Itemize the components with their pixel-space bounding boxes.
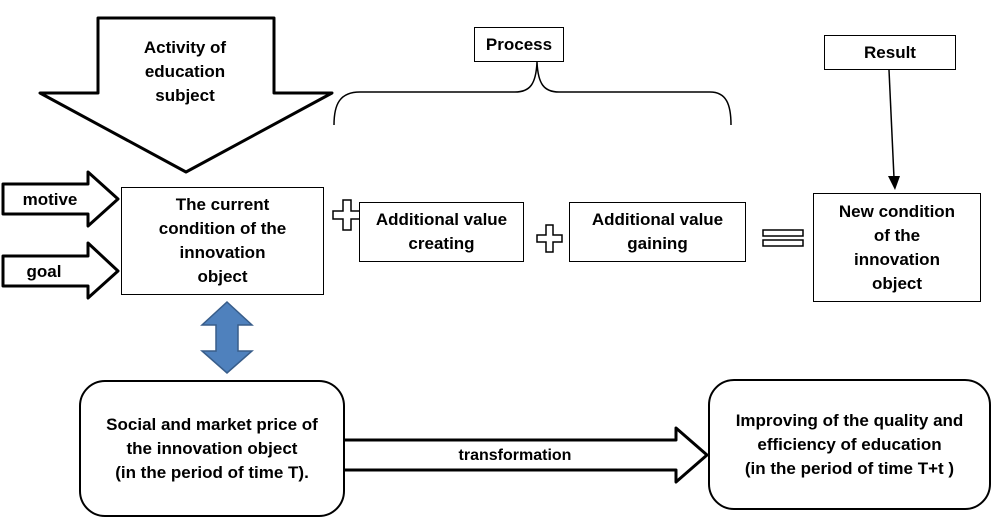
double-arrow-icon <box>200 300 254 374</box>
goal-arrow <box>1 241 120 300</box>
process-brace <box>333 61 732 126</box>
activity-label: Activity of education subject <box>143 38 227 105</box>
equals-icon-top <box>762 229 804 237</box>
improving-box: Improving of the quality and efficiency … <box>708 379 991 510</box>
process-label-box: Process <box>474 27 564 62</box>
value-gaining-box: Additional value gaining <box>569 202 746 262</box>
transformation-label: transformation <box>458 447 572 464</box>
result-arrow-line <box>888 69 895 179</box>
result-label-box: Result <box>824 35 956 70</box>
new-condition-box: New condition of the innovation object <box>813 193 981 302</box>
plus-icon-2 <box>536 224 563 253</box>
result-arrow-head <box>888 176 900 190</box>
transformation-arrow <box>341 426 709 484</box>
current-condition-box: The current condition of the innovation … <box>121 187 324 295</box>
value-creating-box: Additional value creating <box>359 202 524 262</box>
plus-icon-1 <box>332 199 362 231</box>
goal-label: goal <box>26 262 62 281</box>
motive-arrow <box>1 170 120 228</box>
equals-icon-bottom <box>762 239 804 247</box>
motive-label: motive <box>22 190 78 209</box>
social-price-box: Social and market price of the innovatio… <box>79 380 345 517</box>
activity-down-arrow <box>38 16 334 174</box>
